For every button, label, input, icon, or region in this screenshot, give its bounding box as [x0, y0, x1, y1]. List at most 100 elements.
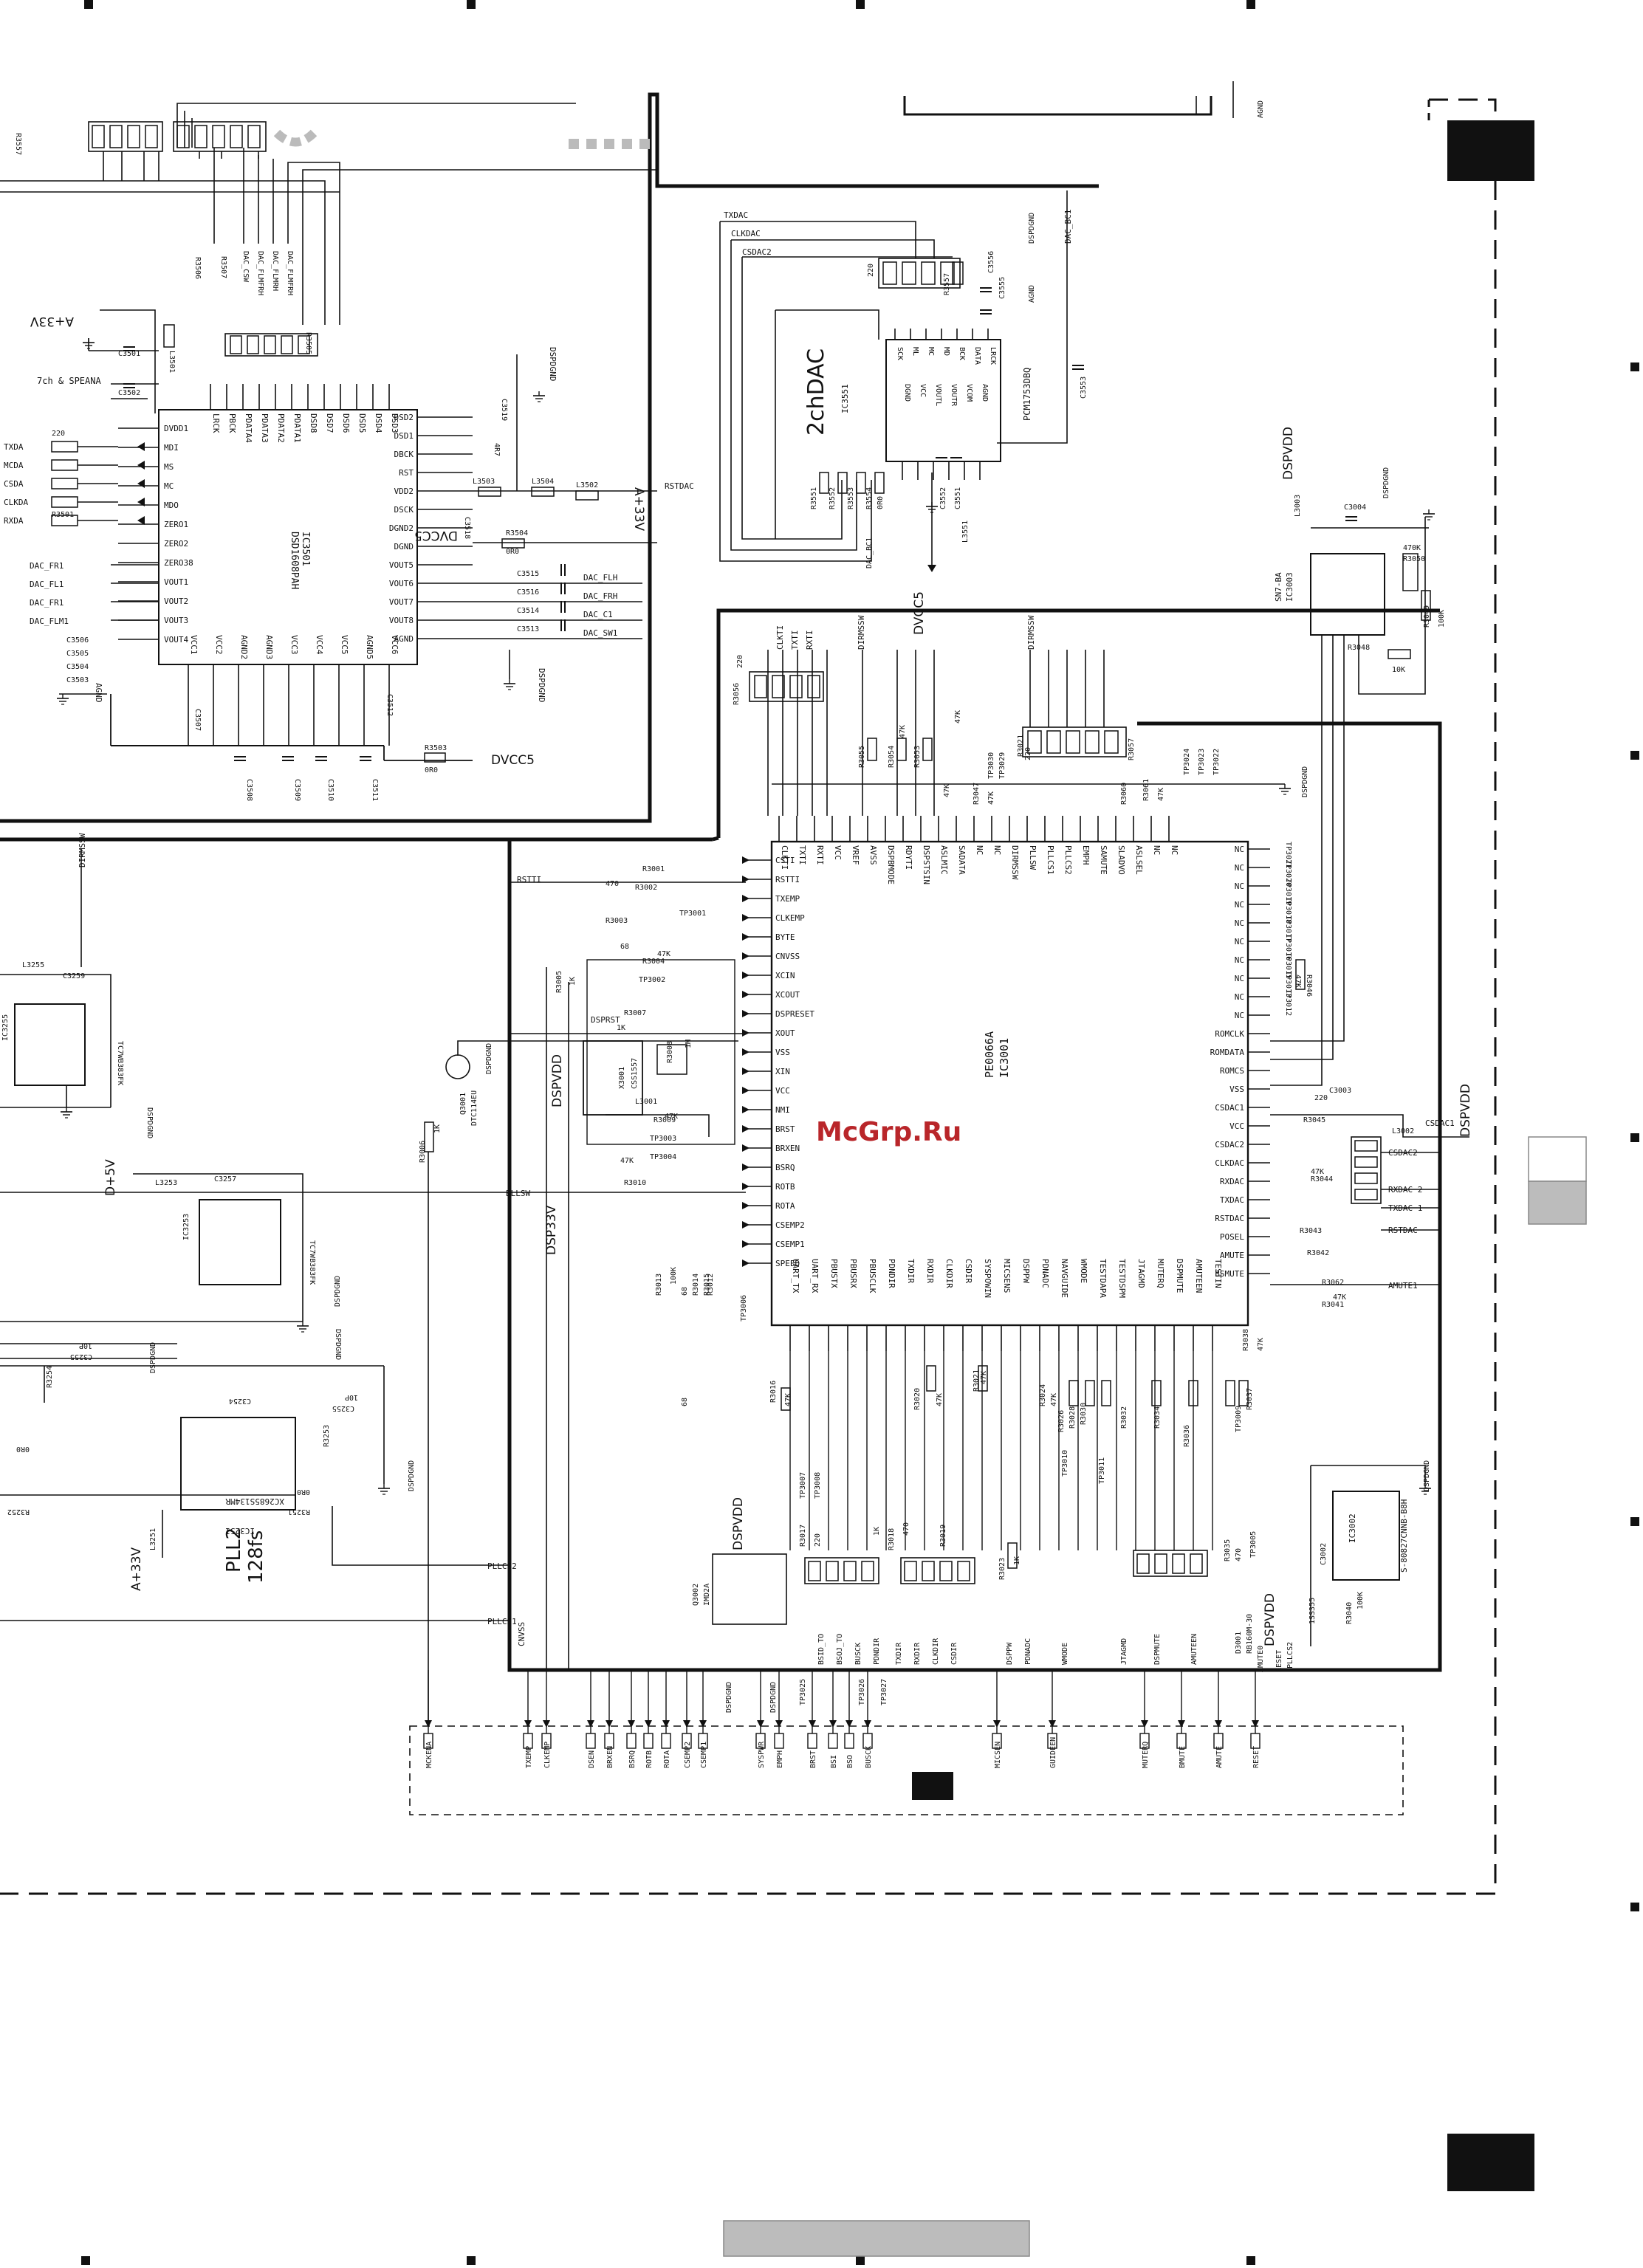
- ref-label: R3006: [419, 1141, 427, 1163]
- ic3001-pin-label: NC: [1235, 900, 1244, 910]
- ic3551-part-label: PCM1753DBQ: [1022, 368, 1032, 421]
- net-label: AGND: [1257, 100, 1265, 118]
- resistor-element: [939, 1561, 953, 1581]
- ic3001-pin-label: PLLCS2: [1063, 845, 1073, 875]
- ref-label: R3038: [1242, 1329, 1250, 1351]
- connector-pin-label: TXEMP: [525, 1746, 533, 1768]
- pin-arrow: [845, 1720, 853, 1728]
- net-label: DSPDGND: [145, 1107, 154, 1138]
- ref-label: C3506: [66, 636, 89, 645]
- resistor: [896, 738, 907, 761]
- ic3001-pin-label: BRST: [775, 1124, 795, 1134]
- pin-arrow: [742, 1106, 750, 1113]
- pin-arrow: [742, 1010, 750, 1017]
- ref-label: R3009: [654, 1116, 676, 1124]
- pin-arrow: [524, 1720, 532, 1728]
- resistor-array: [1022, 726, 1127, 757]
- net-label: DSPDGND: [408, 1460, 416, 1491]
- ref-label: R3001: [642, 865, 665, 873]
- resistor: [1101, 1380, 1111, 1406]
- connector-pin-label: AMUTE: [1215, 1746, 1224, 1768]
- value-label: 100K: [1438, 610, 1446, 628]
- pin-arrow: [742, 1087, 750, 1094]
- ic3251-body: [180, 1417, 296, 1511]
- resistor-r3048: [1388, 649, 1411, 659]
- ic3001-pin-label: NMI: [775, 1105, 790, 1115]
- resistor-r3557: [952, 261, 964, 285]
- tp-label: TP3025: [799, 1679, 807, 1705]
- ic3001-pin-label: RSTTI: [775, 875, 800, 884]
- bottom-net-label: WMODE: [1061, 1643, 1069, 1665]
- ic3501-pin-label: DSD4: [374, 413, 383, 433]
- net-label: DSPDGND: [1301, 766, 1309, 797]
- resistor-element: [1046, 730, 1061, 754]
- resistor-element: [298, 335, 310, 354]
- value-label: 47K: [980, 1371, 988, 1384]
- net-label: DAC_SW1: [583, 628, 617, 638]
- tp-label: TP3011: [1098, 1457, 1106, 1484]
- ref-label: R3557: [14, 133, 22, 155]
- pin-arrow: [742, 1183, 750, 1190]
- ic3001-pin-label: RXDAC: [1220, 1177, 1244, 1186]
- ic3501-pin-label: VCC5: [340, 635, 349, 655]
- ref-label: C3553: [1080, 377, 1088, 399]
- net-label: DAC_FR1: [30, 598, 64, 608]
- ic3001-pin-label: CSDAC1: [1215, 1103, 1244, 1113]
- net-label: DSPDGND: [149, 1342, 157, 1373]
- ic3551-ref-label: IC3551: [840, 384, 850, 413]
- dspvdd-label: DSPVDD: [550, 1054, 565, 1107]
- ic3001-pin-label: CLKDAC: [1215, 1158, 1244, 1168]
- registration-mark: [467, 0, 476, 9]
- value-label: 100K: [1356, 1592, 1365, 1609]
- ic3501-pin-label: DSD7: [325, 413, 335, 433]
- ic3001-pin-label: RXTI: [815, 845, 825, 865]
- transistor-q3001: [445, 1054, 470, 1079]
- ref-label: R3053: [913, 746, 922, 768]
- tp-label: TP3007: [799, 1472, 807, 1499]
- bottom-net-label: DSPPW: [1006, 1642, 1014, 1665]
- value-label: 68: [681, 1398, 689, 1406]
- ic3501-pin-label: VOUT8: [389, 616, 414, 625]
- ref-label: C3507: [193, 709, 202, 731]
- value-label: 10K: [1392, 666, 1405, 674]
- ic3501-pin-label: ZERO2: [164, 539, 188, 549]
- pin-arrow: [742, 933, 750, 941]
- wire: [133, 1173, 303, 1322]
- wire: [731, 239, 935, 258]
- dspvdd-label: DSPVDD: [1281, 427, 1296, 480]
- resistor: [51, 459, 78, 471]
- signal-arrow: [927, 565, 936, 572]
- resistor-element: [754, 675, 767, 698]
- bottom-net-label: AMUTEEN: [1190, 1634, 1198, 1665]
- ref-label: Q3001: [459, 1093, 467, 1115]
- connector-block: [912, 1772, 953, 1800]
- ref-label: C3257: [214, 1175, 236, 1183]
- ref-label: R3034: [1153, 1406, 1162, 1429]
- value-label: 220: [814, 1533, 822, 1547]
- wire: [100, 309, 156, 413]
- pin-arrow: [1252, 1720, 1259, 1728]
- net-label: TXDA: [4, 442, 24, 452]
- ic3501-pin-label: VCC1: [189, 635, 199, 655]
- ic3001-part-label: PE0066A: [983, 1031, 996, 1078]
- registration-mark: [856, 2256, 865, 2265]
- net-label: DIRMSSW: [78, 833, 87, 867]
- bottom-net-label: PDNDIR: [873, 1638, 881, 1665]
- part-label: TC7WB383FK: [116, 1041, 124, 1085]
- net-label: RSTDAC: [665, 481, 694, 491]
- pin-arrow: [699, 1720, 707, 1728]
- pin-arrow: [628, 1720, 635, 1728]
- resistor-r3049: [1421, 590, 1431, 621]
- a33v-label: A+33V: [631, 487, 646, 532]
- ic3501-pin-label: VCC2: [214, 635, 224, 655]
- tp-label: TP3021: [1284, 842, 1292, 868]
- ic3551-pin-label: VOUTR: [950, 384, 958, 407]
- pin-arrow: [829, 1720, 837, 1728]
- pin-arrow: [606, 1720, 613, 1728]
- ic3501-pin-label: DSD6: [341, 413, 351, 433]
- resistor-array: [749, 671, 824, 702]
- ref-label: R3007: [624, 1009, 646, 1017]
- resistor-r3008: [656, 1044, 687, 1075]
- ic3001-pin-label: VCC: [833, 845, 843, 860]
- ic3001-pin-label: NC: [1235, 955, 1244, 965]
